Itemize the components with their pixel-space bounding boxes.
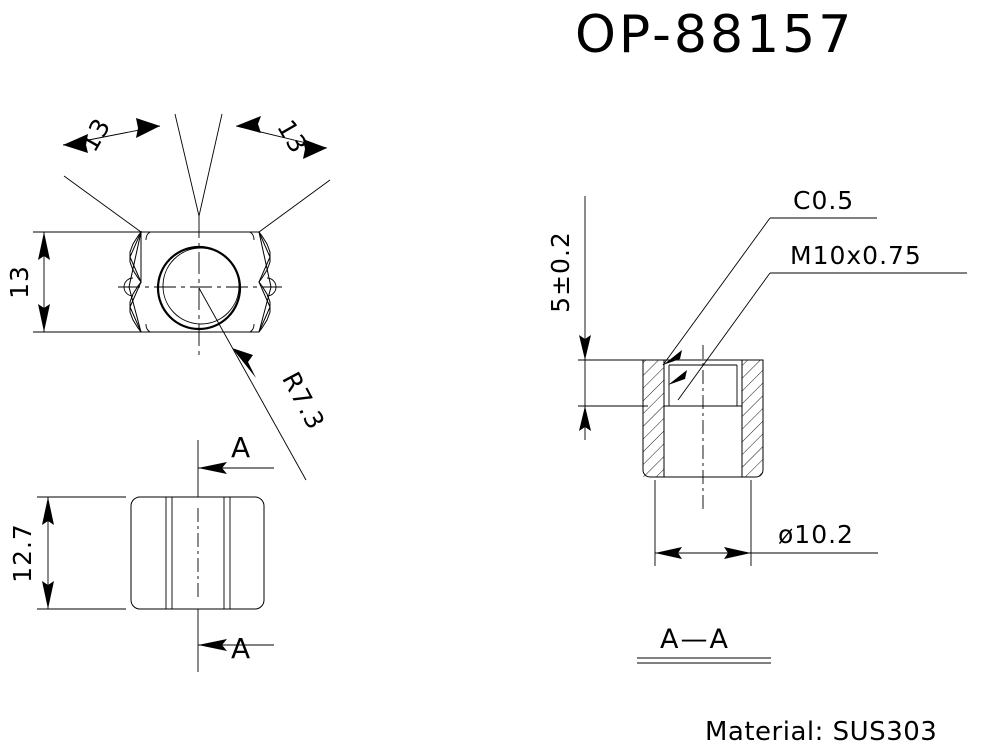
thread-leader-slant [677, 272, 771, 401]
drawing-title: OP-88157 [575, 5, 854, 65]
ext-line-left-a [63, 175, 142, 233]
front-view-body [130, 496, 265, 610]
section-arrow-top [198, 462, 227, 474]
section-a-a-view: 5±0.2 C0.5 M10x0.75 [546, 186, 967, 664]
dimension-hex-width-left: 13 [62, 113, 200, 233]
callout-label-thread: M10x0.75 [790, 241, 922, 270]
ext-line-right-b [198, 113, 223, 217]
dim-arrow-left-end [136, 118, 160, 138]
thread-inner-circle [162, 247, 240, 325]
section-outer-outline [642, 359, 764, 478]
dim-arrow-bore-left [655, 547, 682, 559]
dim-arrow-depth-top [579, 335, 591, 360]
dim-arrow-flat-bottom [38, 304, 50, 332]
radius-leader-arrow [232, 348, 256, 378]
material-note: Material: SUS303 [705, 717, 937, 747]
section-cut-marks: A A [197, 431, 274, 672]
section-arrow-bottom [198, 639, 227, 651]
hex-corner-arc-tr [249, 231, 255, 241]
chamfer-leader-arrow [663, 350, 694, 365]
dimension-hex-width-right: 13 [198, 113, 331, 233]
radius-leader-line [198, 287, 307, 481]
dim-arrow-front-bottom [42, 581, 54, 609]
dimension-bore-diameter: ø10.2 [654, 480, 878, 566]
dim-arrow-right-start [236, 116, 261, 133]
section-view-label-group: A—A [637, 624, 771, 664]
dimension-body-length: 12.7 [8, 496, 126, 610]
dim-arrow-front-top [42, 497, 54, 525]
section-view-label: A—A [660, 624, 730, 655]
ext-line-left-b [174, 113, 200, 217]
hex-corner-arc-bl [145, 323, 151, 333]
dim-arrow-right-end [303, 139, 327, 159]
dim-arrow-bore-right [724, 547, 751, 559]
dim-arrow-depth-bottom [579, 406, 591, 431]
hexagon-top-view: 13 13 13 [5, 113, 331, 481]
dim-label-thread-depth: 5±0.2 [546, 231, 575, 313]
thread-leader-arrow [668, 370, 699, 385]
dimension-hex-across-flats: 13 [5, 231, 146, 333]
dimension-hex-corner-radius: R7.3 [198, 287, 331, 481]
dim-label-body-length: 12.7 [8, 523, 37, 583]
dim-label-hex-across-flats: 13 [5, 265, 34, 299]
hex-corner-arc-br [249, 323, 255, 333]
dim-arrow-left-start [63, 134, 88, 153]
section-wall-left-hatch [643, 360, 664, 477]
dim-arrow-flat-top [38, 232, 50, 260]
callout-label-chamfer: C0.5 [793, 186, 854, 215]
ext-line-right-a [258, 179, 331, 233]
callout-chamfer: C0.5 [662, 186, 877, 366]
section-wall-right-hatch [742, 360, 763, 477]
hex-corner-arc-tl [145, 231, 151, 241]
callout-thread: M10x0.75 [668, 241, 967, 401]
chamfer-leader-slant [662, 217, 771, 366]
dimension-thread-depth: 5±0.2 [546, 196, 648, 440]
section-label-bottom: A [231, 632, 250, 665]
dim-label-corner-radius: R7.3 [276, 367, 330, 435]
front-elevation-view: 12.7 A A [8, 431, 274, 672]
section-label-top: A [231, 431, 250, 464]
dim-label-bore-diameter: ø10.2 [778, 520, 854, 549]
